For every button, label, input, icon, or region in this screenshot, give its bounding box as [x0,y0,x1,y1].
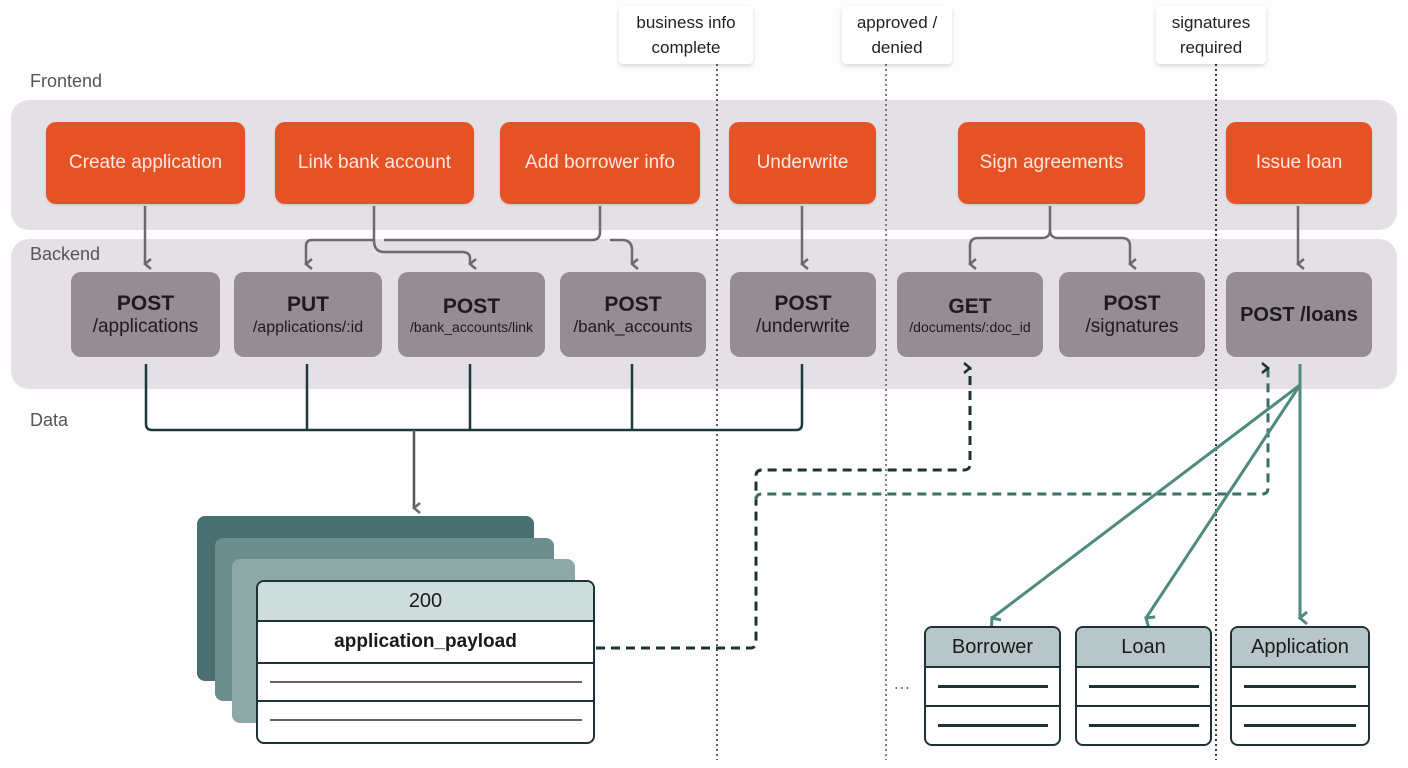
endpoint-method: PUT [287,293,329,317]
endpoint-post-bank-accounts-link[interactable]: POST /bank_accounts/link [398,272,545,357]
model-row [1077,668,1210,707]
milestone-approved-denied: approved / denied [842,6,952,64]
backend-lane-label: Backend [30,244,101,264]
model-row [1232,668,1368,707]
milestone-signatures-required: signatures required [1156,6,1266,64]
placeholder-line [1088,724,1199,727]
arrow-loans-to-loan [1146,384,1302,618]
endpoint-path: /documents/:doc_id [909,318,1031,335]
response-status: 200 [258,582,593,622]
placeholder-line [937,685,1048,688]
milestone-text: approved / [856,13,938,32]
milestone-business-info-complete: business info complete [619,6,753,64]
milestone-text: complete [651,38,721,57]
endpoint-post-signatures[interactable]: POST /signatures [1059,272,1205,357]
placeholder-line [1088,685,1199,688]
endpoint-method: GET [948,294,992,318]
step-underwrite[interactable]: Underwrite [729,122,876,204]
endpoint-method: POST /loans [1240,303,1358,326]
endpoint-path: /bank_accounts/link [410,318,533,335]
endpoint-method: POST [116,291,175,315]
model-row [1077,707,1210,744]
endpoint-method: POST [1103,291,1161,315]
model-title: Borrower [926,628,1059,668]
data-lane-label: Data [30,410,69,430]
step-create-application[interactable]: Create application [46,122,245,204]
arrow-loans-to-borrower [992,383,1301,618]
endpoint-method: POST [774,291,832,315]
model-borrower[interactable]: Borrower [924,626,1061,746]
model-loan[interactable]: Loan [1075,626,1212,746]
endpoint-post-loans[interactable]: POST /loans [1226,272,1372,357]
endpoint-put-application-id[interactable]: PUT /applications/:id [234,272,382,357]
endpoint-path: /bank_accounts [573,316,693,336]
response-field: application_payload [334,631,517,652]
step-issue-loan[interactable]: Issue loan [1226,122,1372,204]
endpoint-path: /applications/:id [252,318,364,336]
step-add-borrower-info[interactable]: Add borrower info [500,122,700,204]
endpoint-method: POST [604,292,662,316]
response-blank-row [258,702,593,738]
milestone-text: denied [871,38,923,57]
placeholder-line [269,681,582,683]
milestone-text: signatures [1171,13,1251,32]
endpoint-post-applications[interactable]: POST /applications [71,272,220,357]
endpoint-path: /signatures [1085,315,1179,337]
endpoint-post-underwrite[interactable]: POST /underwrite [730,272,876,357]
model-title: Loan [1077,628,1210,668]
response-blank-row [258,664,593,702]
model-title: Application [1232,628,1368,668]
placeholder-line [269,719,582,721]
milestone-text: business info [636,13,736,32]
endpoint-post-bank-accounts[interactable]: POST /bank_accounts [560,272,706,357]
model-row [926,668,1059,707]
step-link-bank-account[interactable]: Link bank account [275,122,474,204]
endpoint-path: /underwrite [756,315,850,337]
frontend-lane-label: Frontend [30,71,103,91]
endpoint-path: /applications [92,315,199,337]
dashed-payload-to-get-documents [596,362,972,650]
placeholder-line [1244,685,1356,688]
response-field-row: application_payload [258,622,593,664]
endpoint-method: POST [442,294,501,318]
step-sign-agreements[interactable]: Sign agreements [958,122,1145,204]
endpoint-get-documents[interactable]: GET /documents/:doc_id [897,272,1043,357]
more-models-ellipsis: ... [894,674,911,693]
model-row [1232,707,1368,744]
response-card[interactable]: 200 application_payload [256,580,595,744]
model-application[interactable]: Application [1230,626,1370,746]
milestone-text: required [1179,38,1243,57]
placeholder-line [1244,724,1356,727]
model-row [926,707,1059,744]
placeholder-line [937,724,1048,727]
